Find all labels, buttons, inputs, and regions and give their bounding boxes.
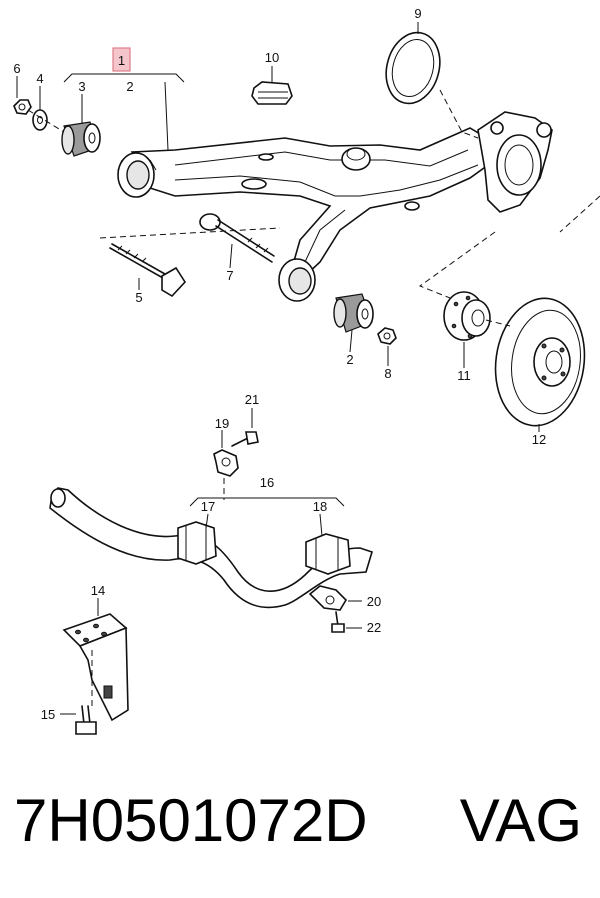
callout-5: 5 [135,290,142,305]
arm-front-bushing [117,152,157,198]
cap-10 [251,81,293,105]
arm-rear-bushing [278,258,316,302]
clamp-19 [213,449,239,477]
brake-disc-12 [494,297,586,427]
part-number: 7H0501072D [14,787,368,854]
callout-22: 22 [367,620,381,635]
callout-6: 6 [13,61,20,76]
callout-1: 1 [118,53,125,68]
callout-7: 7 [226,268,233,283]
callout-21: 21 [245,392,259,407]
callout-8: 8 [384,366,391,381]
bracket-14 [62,613,129,722]
callout-2-bottom: 2 [346,352,353,367]
brand-name: VAG [459,787,582,854]
stabilizer-bush-18 [305,533,351,575]
callout-11: 11 [457,368,471,383]
callout-2-top: 2 [126,79,133,94]
bushing-2-lower [333,293,374,333]
wheel-hub-11 [443,291,491,341]
callout-14: 14 [91,583,105,598]
callout-19: 19 [215,416,229,431]
callout-16: 16 [260,475,274,490]
callout-20: 20 [367,594,381,609]
nut-6 [13,99,32,115]
exploded-parts-diagram: 1 2 3 4 5 6 7 2 8 9 10 11 12 14 15 16 17… [13,6,600,735]
callout-15: 15 [41,707,55,722]
bolt-15 [75,705,97,735]
trailing-arm [130,127,496,278]
callout-9: 9 [414,6,421,21]
bolt-7 [199,213,275,263]
callout-12: 12 [532,432,546,447]
highlight-box [112,47,131,72]
seal-ring-9 [385,31,441,105]
stabilizer-bush-17 [177,521,217,565]
nut-8 [377,327,397,345]
callout-10: 10 [265,50,279,65]
clamp-20 [308,585,348,611]
bolt-21 [231,431,259,447]
wheel-bearing-housing [477,111,553,213]
callout-4: 4 [36,71,43,86]
callout-17: 17 [201,499,215,514]
bolt-22 [331,611,345,633]
bushing-3 [61,121,101,157]
callout-18: 18 [313,499,327,514]
callout-3: 3 [78,79,85,94]
washer-4 [32,109,48,131]
bolt-5 [109,243,187,298]
